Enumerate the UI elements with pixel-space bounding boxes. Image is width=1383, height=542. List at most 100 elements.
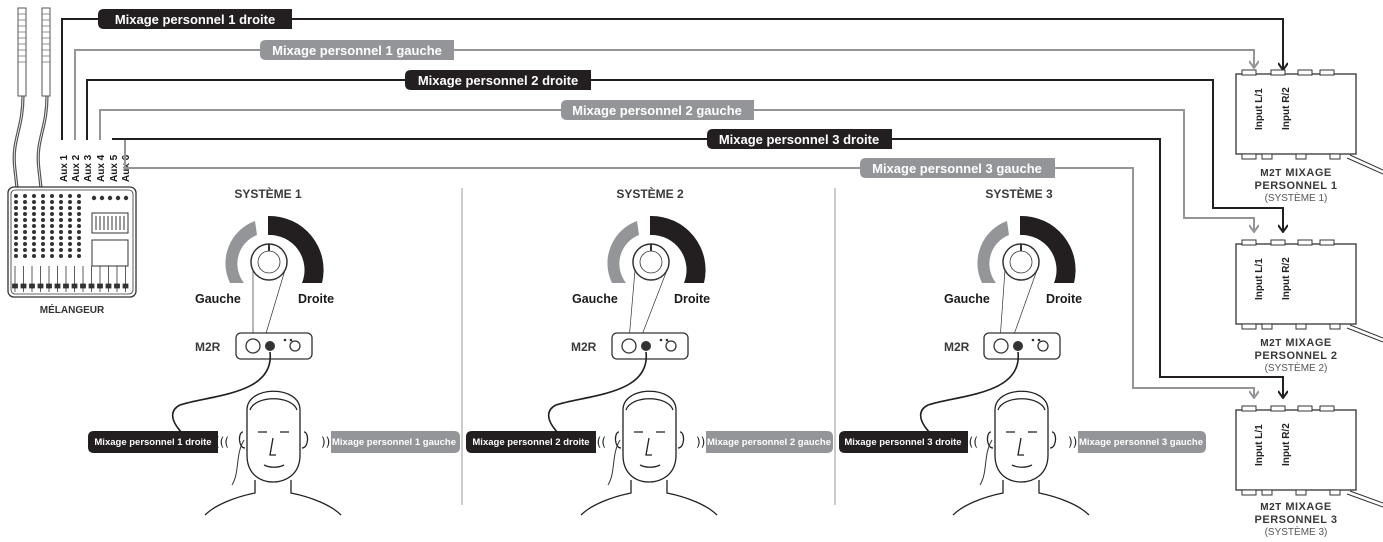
mixer-fader-cap: [97, 283, 103, 289]
m2t-caption-line3: (SYSTÈME 2): [1265, 361, 1328, 374]
mixer-fader-cap: [71, 283, 78, 289]
pan-left-label: Gauche: [195, 292, 241, 306]
m2t-caption-line2: PERSONNEL 1: [1255, 180, 1338, 192]
mixer-knob: [59, 224, 63, 228]
mixer-knob: [32, 242, 36, 246]
send-cables: [61, 18, 1283, 398]
input-l-label: Input L/1: [1254, 258, 1265, 300]
mixer-knob: [14, 230, 18, 234]
mixer-knob: [68, 230, 72, 234]
input-r-label: Input R/2: [1281, 423, 1292, 466]
mixer-knob: [50, 212, 54, 216]
mixer-console: [7, 186, 137, 298]
mixer-knob: [23, 212, 27, 216]
ear-pill-left: [706, 431, 833, 453]
mixer-knob: [41, 206, 45, 210]
m2r-label: M2R: [571, 340, 597, 354]
ear-label-right: Mixage personnel 2 droite: [472, 437, 589, 448]
mixer-knob: [23, 254, 27, 258]
mixer-knob: [50, 236, 54, 240]
mixer-knob: [77, 206, 81, 210]
mixer-knob: [41, 236, 45, 240]
mixer-knob: [14, 200, 18, 204]
m2t-caption-line3: (SYSTÈME 1): [1265, 191, 1328, 204]
pan-right-label: Droite: [1046, 292, 1082, 306]
mixer-knob: [50, 206, 54, 210]
m2t-caption-line2: PERSONNEL 3: [1255, 514, 1338, 526]
aux-3-label: Aux 3: [83, 154, 94, 182]
mixer-knob: [23, 224, 27, 228]
listener-head: [204, 390, 342, 516]
system-2: SYSTÈME 2 Gauche Droite M2R ((( ))) Mixa…: [466, 186, 833, 516]
listener-head: [580, 390, 718, 516]
mixer-knob: [41, 230, 45, 234]
mixer-fader-cap: [114, 283, 120, 289]
mixer-knob: [14, 206, 18, 210]
aux-1-label: Aux 1: [59, 154, 70, 182]
mixer-knob: [59, 200, 63, 204]
mixer-knob: [50, 224, 54, 228]
mixer-knob: [68, 194, 72, 198]
mixer-knob: [77, 242, 81, 246]
send-label-2-left: Mixage personnel 2 gauche: [572, 103, 742, 118]
pan-right-label: Droite: [298, 292, 334, 306]
ear-pill-right: [466, 431, 596, 453]
input-l-label: Input L/1: [1254, 88, 1265, 130]
m2t-caption-line1: M2T MIXAGE: [1260, 167, 1331, 179]
input-r-label: Input R/2: [1281, 257, 1292, 300]
mixer-knob: [59, 206, 63, 210]
mixer-knob: [23, 248, 27, 252]
mixer-knob: [68, 224, 72, 228]
system-2-title: SYSTÈME 2: [616, 186, 684, 201]
mixer-fader-cap: [105, 283, 112, 289]
mixer-knob: [32, 212, 36, 216]
mixer-knob: [14, 248, 18, 252]
ear-pill-right: [839, 431, 968, 453]
mixer-knob: [91, 195, 97, 201]
mixer-knob: [41, 248, 45, 252]
mixer-knob: [68, 206, 72, 210]
mixer-knob: [77, 230, 81, 234]
mixer-knob: [59, 194, 63, 198]
ear-label-left: Mixage personnel 2 gauche: [707, 437, 831, 448]
pan-left-label: Gauche: [944, 292, 990, 306]
mixer-knob: [41, 242, 45, 246]
mixer-knob: [59, 212, 63, 216]
mixer-knob: [14, 194, 18, 198]
mixer-knob: [14, 242, 18, 246]
pan-arc-left: [977, 221, 1009, 283]
mixer-knob: [50, 218, 54, 222]
mixer-knob: [14, 212, 18, 216]
mixer-knob: [68, 242, 72, 246]
mixer-knob: [14, 224, 18, 228]
send-label-3-left: Mixage personnel 3 gauche: [872, 161, 1042, 176]
ear-pill-left: [1078, 431, 1206, 453]
mixer-fader-cap: [88, 283, 95, 289]
send-label-2-right: Mixage personnel 2 droite: [418, 73, 578, 88]
mixer-knob: [23, 194, 27, 198]
m2t-caption-line1: M2T MIXAGE: [1260, 501, 1331, 513]
pan-arc-left: [225, 221, 257, 283]
send-pill-1-right: [98, 9, 292, 29]
send-label-pills: Mixage personnel 1 droite Mixage personn…: [98, 9, 1055, 178]
send-pill-3-left: [860, 158, 1055, 178]
mixer-knob: [32, 218, 36, 222]
mixer-knob: [50, 254, 54, 258]
mixer-knob: [41, 254, 45, 258]
m2t-unit: [1235, 243, 1357, 325]
microphones: [12, 7, 51, 189]
mixer-knob: [14, 254, 18, 258]
mixer-knob: [77, 218, 81, 222]
mixer-knob: [32, 224, 36, 228]
mixer-knob: [41, 200, 45, 204]
mixer-knob: [32, 254, 36, 258]
mixer-knob: [68, 236, 72, 240]
system-3-title: SYSTÈME 3: [985, 186, 1053, 201]
mixer-fader-cap: [54, 283, 61, 289]
mixer-knob: [68, 200, 72, 204]
mixer-knob: [50, 200, 54, 204]
m2t-unit: [1235, 409, 1357, 491]
aux-labels: Aux 1 Aux 2 Aux 3 Aux 4 Aux 5 Aux 6: [59, 154, 132, 182]
mixer-knob: [59, 242, 63, 246]
